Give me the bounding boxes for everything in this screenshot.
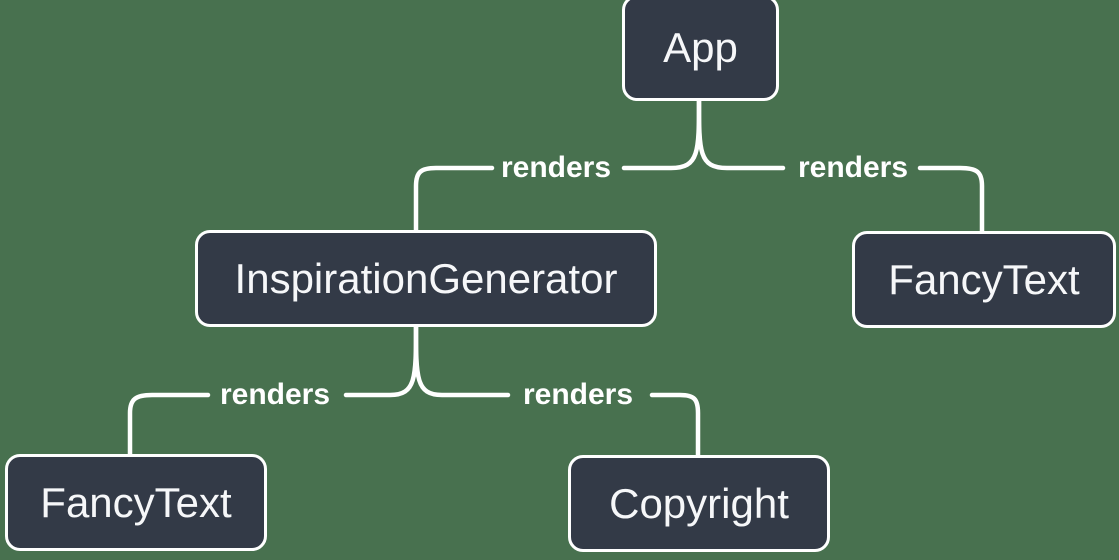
edge-label-renders-app-inspiration: renders (500, 151, 612, 184)
edge-inspiration-generator-to-fancy-text-flare (343, 323, 419, 398)
node-copyright: Copyright (568, 455, 830, 552)
node-inspiration-generator-label: InspirationGenerator (234, 254, 618, 302)
node-fancy-text-bottom-label: FancyText (40, 478, 232, 526)
edge-inspiration-generator-to-copyright-flare (413, 323, 511, 398)
node-fancy-text-top-label: FancyText (888, 255, 1080, 303)
edge-app-to-inspiration-generator-flare (621, 97, 702, 171)
edge-inspiration-generator-to-fancy-text-tail (127, 392, 211, 457)
edge-app-to-fancy-text-tail (917, 165, 985, 234)
edge-label-renders-app-fancytext: renders (797, 151, 909, 184)
edge-app-to-inspiration-generator-tail (413, 165, 495, 233)
edge-app-to-fancy-text-flare (696, 97, 786, 171)
edge-inspiration-generator-to-copyright-tail (649, 392, 701, 458)
node-fancy-text-bottom: FancyText (5, 454, 267, 551)
edge-label-renders-inspiration-copyright: renders (522, 378, 634, 411)
node-inspiration-generator: InspirationGenerator (195, 230, 657, 327)
node-app: App (622, 0, 779, 101)
node-app-label: App (663, 24, 738, 71)
edge-label-renders-inspiration-fancytext: renders (219, 378, 331, 411)
node-fancy-text-top: FancyText (852, 231, 1116, 328)
node-copyright-label: Copyright (609, 479, 789, 527)
